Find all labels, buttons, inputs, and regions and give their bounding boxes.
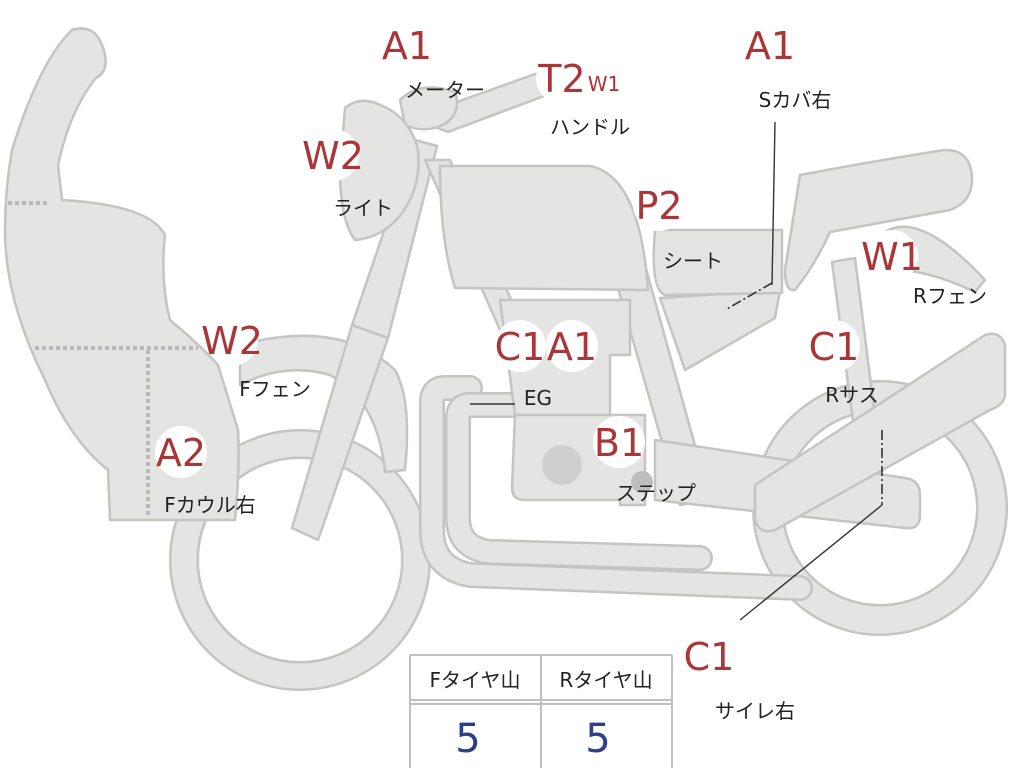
- part-label: Sカバ右: [759, 88, 832, 112]
- rear-tire-header: Rタイヤ山: [559, 668, 652, 692]
- badge-circle: [744, 19, 796, 71]
- badge-circle: [633, 179, 685, 231]
- badge-code: A1: [745, 24, 795, 68]
- meter: [398, 86, 459, 131]
- badge-code: W2: [201, 319, 263, 363]
- part-label: Fフェン: [239, 377, 311, 401]
- part-label: ハンドル: [550, 115, 630, 139]
- badge-code: A2: [156, 431, 206, 475]
- badge-circle: [808, 320, 860, 372]
- tire-tread-table: Fタイヤ山 Rタイヤ山 5 5: [409, 654, 673, 768]
- badge-circle: [494, 320, 546, 372]
- rear-tire-value: 5: [585, 716, 610, 762]
- leader-lines: [470, 121, 883, 621]
- fork-upper: [350, 138, 439, 340]
- part-label: Fカウル右: [164, 493, 256, 517]
- tail-cowl: [783, 148, 974, 292]
- badge-code: W1: [861, 235, 923, 279]
- badge-circle: [683, 630, 735, 682]
- part-label: メーター: [405, 78, 485, 102]
- badge-sub-circle: [588, 68, 620, 100]
- damage-badge: B1 ステップ: [593, 416, 696, 505]
- badge-sub-code: W1: [588, 72, 621, 96]
- badge-code: P2: [635, 184, 682, 228]
- front-tire-header: Fタイヤ山: [430, 668, 521, 692]
- badge-code: C1: [495, 325, 546, 369]
- badge-code: T2: [537, 57, 585, 101]
- part-label: Rフェン: [913, 284, 987, 308]
- headlight: [338, 99, 420, 242]
- badge-circle: [381, 19, 433, 71]
- part-label: ライト: [333, 196, 393, 220]
- badge-code: A1: [382, 24, 432, 68]
- eg-label: EG: [524, 386, 552, 410]
- badge-circle: [206, 314, 258, 366]
- badge-circle: [307, 129, 359, 181]
- part-label: シート: [663, 249, 723, 273]
- fuel-tank: [438, 164, 650, 292]
- badge-circle: [536, 52, 588, 104]
- seat: [652, 228, 784, 297]
- badge-code: A1: [547, 325, 597, 369]
- part-label: サイレ右: [715, 699, 795, 723]
- badge-code: B1: [594, 421, 644, 465]
- damage-badge: P2 シート: [633, 179, 723, 273]
- damage-badge: A1: [546, 320, 598, 372]
- damage-badge: A1 メーター: [381, 19, 485, 102]
- part-label: Rサス: [825, 383, 879, 407]
- badge-code: W2: [302, 134, 364, 178]
- front-wheel: [169, 429, 431, 691]
- side-cover: [658, 288, 782, 372]
- front-cowl: [3, 27, 240, 522]
- damage-badge: C1: [494, 320, 546, 372]
- muffler: [753, 332, 1007, 533]
- badge-circle: [155, 426, 207, 478]
- badge-code: C1: [809, 325, 860, 369]
- front-tire-value: 5: [455, 716, 480, 762]
- badge-circle: [546, 320, 598, 372]
- badge-circle: [593, 416, 645, 468]
- damage-badge: C1 サイレ右: [683, 630, 795, 723]
- badge-circle: [866, 230, 918, 282]
- exhaust-pipe: [419, 375, 813, 601]
- badge-code: C1: [684, 635, 735, 679]
- damage-badge: W2 ライト: [302, 129, 393, 220]
- part-label: ステップ: [616, 481, 696, 505]
